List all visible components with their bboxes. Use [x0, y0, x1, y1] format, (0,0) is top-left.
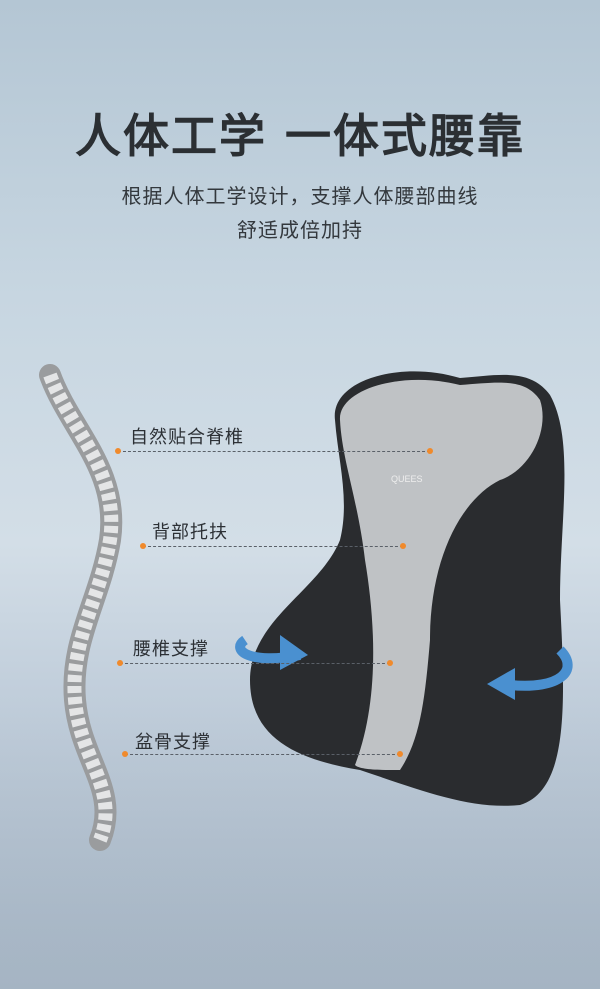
subtitle-line-2: 舒适成倍加持 [237, 218, 363, 242]
callout-label-lumbar: 腰椎支撑 [133, 639, 209, 660]
callout-dot [140, 543, 146, 549]
brand-logo: QUEES [391, 474, 423, 484]
lumbar-cushion: QUEES [250, 371, 565, 806]
callout-line [143, 546, 403, 547]
callout-dot [387, 660, 393, 666]
callout-dot [427, 448, 433, 454]
callout-line [118, 451, 430, 452]
callout-dot [115, 448, 121, 454]
callout-label-pelvis: 盆骨支撑 [135, 732, 211, 753]
callout-line [120, 663, 390, 664]
callout-dot [397, 751, 403, 757]
callout-label-back: 背部托扶 [152, 522, 228, 543]
callout-line [125, 754, 400, 755]
callout-dot [117, 660, 123, 666]
callout-dot [400, 543, 406, 549]
subtitle-line-1: 根据人体工学设计，支撑人体腰部曲线 [121, 184, 479, 208]
page-title: 人体工学 一体式腰靠 [74, 109, 525, 163]
callout-label-spine: 自然贴合脊椎 [130, 427, 244, 448]
arrow-icon-right [487, 646, 573, 700]
arrow-icon-left [235, 635, 308, 670]
callout-dot [122, 751, 128, 757]
spine-illustration [39, 364, 123, 851]
